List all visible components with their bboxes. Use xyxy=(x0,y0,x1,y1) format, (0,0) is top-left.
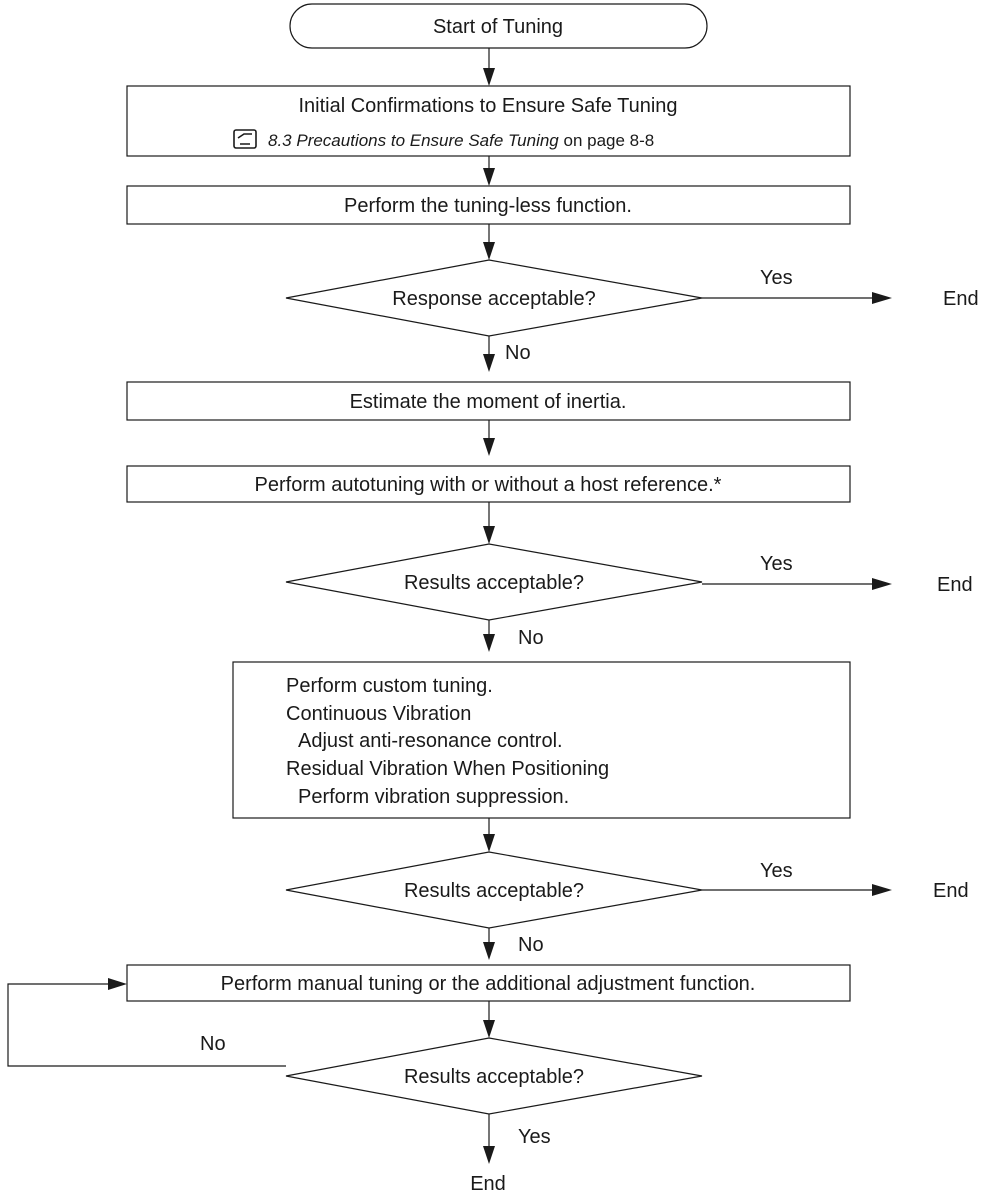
tuning-less-box xyxy=(126,185,851,225)
end-label: End xyxy=(943,288,979,310)
tuning-less-label: Perform the tuning-less function. xyxy=(344,195,632,217)
decision-response-label: Response acceptable? xyxy=(392,288,595,310)
inertia-label: Estimate the moment of inertia. xyxy=(350,391,627,413)
arrowhead xyxy=(483,1020,495,1038)
anti-resonance-text: Adjust anti-resonance control. xyxy=(298,730,563,752)
safety-reference-italic: 8.3 Precautions to Ensure Safe Tuning xyxy=(268,131,559,150)
custom-tuning-box xyxy=(232,661,851,819)
safety-reference-suffix: on page 8-8 xyxy=(559,131,654,150)
continuous-vibration-heading: Continuous Vibration xyxy=(286,703,471,725)
safety-reference[interactable]: 8.3 Precautions to Ensure Safe Tuning on… xyxy=(268,131,654,150)
arrowhead xyxy=(483,526,495,544)
arrowhead xyxy=(483,1146,495,1164)
safety-confirmation-title: Initial Confirmations to Ensure Safe Tun… xyxy=(298,95,677,117)
autotuning-box xyxy=(126,465,851,503)
arrowhead xyxy=(872,884,892,896)
yes-label: Yes xyxy=(760,553,793,575)
end-label: End xyxy=(937,574,973,596)
manual-reference-icon xyxy=(233,129,257,149)
end-label: End xyxy=(933,880,969,902)
no-label: No xyxy=(518,934,544,956)
autotuning-label: Perform autotuning with or without a hos… xyxy=(255,474,722,496)
arrowhead xyxy=(483,438,495,456)
no-label: No xyxy=(518,627,544,649)
end-label: End xyxy=(470,1173,506,1195)
decision-autotuning-label: Results acceptable? xyxy=(404,572,584,594)
arrowhead xyxy=(872,292,892,304)
arrowhead xyxy=(872,578,892,590)
no-label: No xyxy=(200,1033,226,1055)
custom-tuning-title: Perform custom tuning. xyxy=(286,675,493,697)
arrowhead xyxy=(483,68,495,86)
arrowhead xyxy=(483,634,495,652)
yes-label: Yes xyxy=(518,1126,551,1148)
yes-label: Yes xyxy=(760,860,793,882)
arrowhead xyxy=(108,978,127,990)
residual-vibration-heading: Residual Vibration When Positioning xyxy=(286,758,609,780)
arrowhead xyxy=(483,242,495,260)
start-terminal xyxy=(289,3,708,49)
arrowhead xyxy=(483,354,495,372)
yes-label: Yes xyxy=(760,267,793,289)
vibration-suppression-text: Perform vibration suppression. xyxy=(298,786,569,808)
no-loop-line xyxy=(7,983,286,1067)
arrowhead xyxy=(483,168,495,186)
decision-custom-label: Results acceptable? xyxy=(404,880,584,902)
manual-tuning-label: Perform manual tuning or the additional … xyxy=(221,973,756,995)
manual-tuning-box xyxy=(126,964,851,1002)
start-label: Start of Tuning xyxy=(433,16,563,38)
arrowhead xyxy=(483,942,495,960)
decision-manual-label: Results acceptable? xyxy=(404,1066,584,1088)
arrowhead xyxy=(483,834,495,852)
no-label: No xyxy=(505,342,531,364)
